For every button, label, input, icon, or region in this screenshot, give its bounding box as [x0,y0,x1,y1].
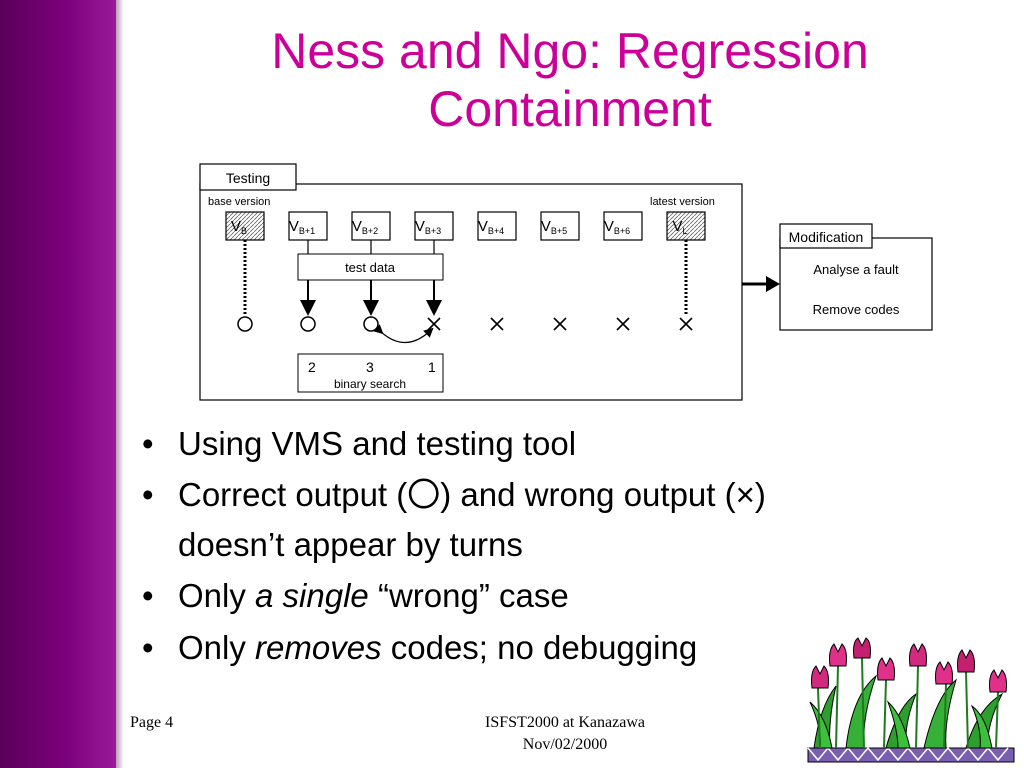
version-label: VB+4 [478,218,504,236]
result-correct-mark [237,316,253,332]
bullet-text-emphasis: a single [255,577,369,614]
test-data-box [297,253,444,281]
modification-label: Modification [789,229,864,245]
bullet-item: • Only removes codes; no debugging [142,622,766,674]
bullet-text-line-1: Correct output (〇) and wrong output (×) [178,476,766,513]
testing-box [199,183,743,401]
binary-search-number-3: 1 [428,359,436,375]
bullet-text-post: “wrong” case [368,577,569,614]
bullet-item: • Using VMS and testing tool [142,418,766,470]
base-version-label: base version [208,196,270,208]
footer-info: ISFST2000 at Kanazawa Nov/02/2000 [440,712,690,756]
modification-box [779,237,933,331]
binary-search-swap-arrow [373,324,434,344]
conference-name: ISFST2000 at Kanazawa [485,714,645,731]
result-wrong-mark [553,317,567,331]
modification-item-1: Analyse a fault [813,262,899,277]
result-wrong-mark [679,317,693,331]
version-label: VB+1 [289,218,315,236]
bullet-item: • Correct output (〇) and wrong output (×… [142,470,766,570]
conference-date: Nov/02/2000 [522,736,608,753]
bullet-text-pre: Only [178,577,256,614]
to-modification-arrow-head [766,276,780,292]
bullet-text-line-2: doesn’t appear by turns [178,526,523,563]
latest-version-label: latest version [650,196,715,208]
binary-search-label: binary search [334,377,406,391]
testing-tab [199,163,297,191]
tulips-clipart [807,637,1015,763]
version-label: VB+5 [541,218,567,236]
version-label: VB+2 [352,218,378,236]
bullet-marker: • [142,425,154,462]
binary-search-box [297,353,444,393]
bullet-text-emphasis: removes [255,629,382,666]
version-box [477,211,517,241]
version-label: VL [672,218,687,236]
title-line-1: Ness and Ngo: Regression [271,23,869,79]
version-box [666,211,706,241]
result-correct-mark [363,316,379,332]
modification-item-2: Remove codes [813,302,900,317]
result-wrong-mark [616,317,630,331]
binary-search-number-2: 3 [366,359,374,375]
bullet-text-pre: Only [178,629,256,666]
sidebar-decoration [0,0,116,768]
version-label: VB+6 [604,218,630,236]
slide-title: Ness and Ngo: Regression Containment [140,22,1000,138]
result-correct-mark [300,316,316,332]
bullet-text-post: codes; no debugging [381,629,698,666]
binary-search-number-1: 2 [308,359,316,375]
sidebar-shadow [116,0,124,768]
test-data-label: test data [345,260,396,275]
version-box [540,211,580,241]
bullet-item: • Only a single “wrong” case [142,570,766,622]
bullet-marker: • [142,629,154,666]
version-label: VB [231,218,247,236]
result-wrong-mark [490,317,504,331]
testing-label: Testing [226,170,270,186]
version-box [603,211,643,241]
version-box [414,211,454,241]
bullet-marker: • [142,577,154,614]
modification-tab [779,223,873,249]
bullet-list: • Using VMS and testing tool • Correct o… [142,418,766,674]
bullet-marker: • [142,476,154,513]
regression-diagram: Testing base version latest version test… [190,156,950,406]
page-number: Page 4 [130,714,174,731]
title-line-2: Containment [428,81,712,137]
bullet-text: Using VMS and testing tool [178,425,577,462]
version-label: VB+3 [415,218,441,236]
version-box [351,211,391,241]
